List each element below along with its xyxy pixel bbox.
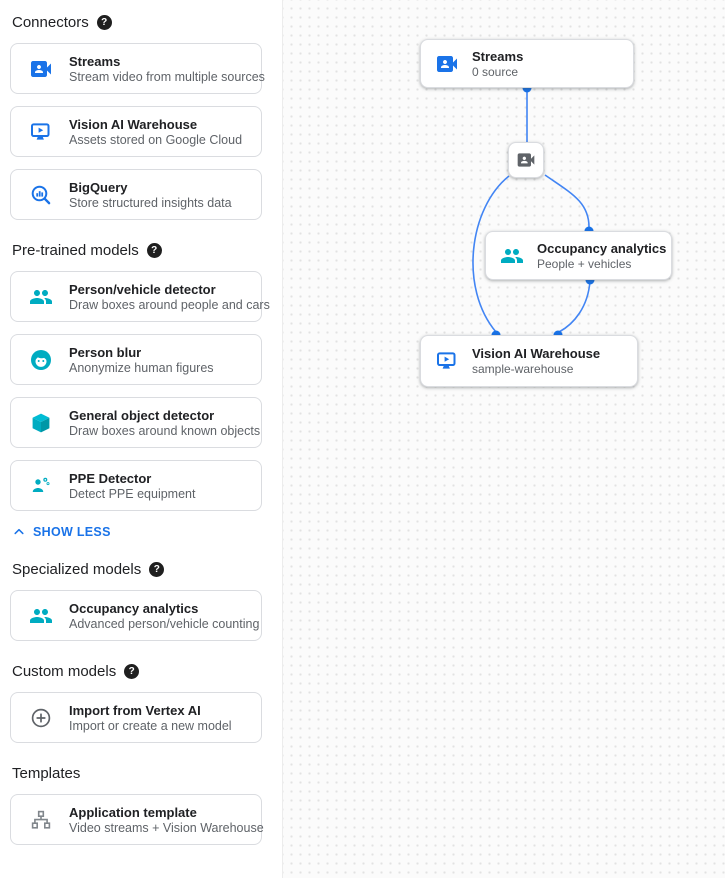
- card-streams[interactable]: Streams Stream video from multiple sourc…: [10, 43, 265, 94]
- section-header-connectors: Connectors ?: [12, 14, 272, 31]
- section-title: Pre-trained models: [12, 242, 139, 259]
- edge-camera-to-occupancy: [544, 174, 590, 228]
- edge-occupancy-to-warehouse: [558, 280, 591, 333]
- card-desc: Advanced person/vehicle counting: [69, 616, 260, 631]
- card-occupancy-analytics[interactable]: Occupancy analytics Advanced person/vehi…: [10, 590, 262, 641]
- component-sidebar: Connectors ? Streams Stream video from m…: [0, 0, 283, 878]
- section-header-custom-models: Custom models ?: [12, 663, 272, 680]
- node-subtitle: People + vehicles: [537, 256, 632, 271]
- graph-canvas[interactable]: Streams 0 source Occupancy analytics Peo…: [283, 0, 725, 878]
- node-title: Occupancy analytics: [537, 240, 667, 256]
- card-application-template[interactable]: Application template Video streams + Vis…: [10, 794, 264, 845]
- card-title: Vision AI Warehouse: [69, 116, 198, 132]
- card-desc: Import or create a new model: [69, 718, 232, 733]
- card-title: Application template: [69, 804, 197, 820]
- card-desc: Store structured insights data: [69, 195, 232, 210]
- section-title: Templates: [12, 765, 81, 782]
- card-title: Streams: [69, 53, 121, 69]
- node-subtitle: sample-warehouse: [472, 362, 574, 376]
- people-group-icon: [30, 289, 52, 304]
- help-icon[interactable]: ?: [96, 15, 112, 30]
- plus-circle-icon: [31, 708, 51, 727]
- section-header-templates: Templates: [12, 765, 272, 782]
- card-desc: Draw boxes around known objects: [69, 423, 261, 438]
- card-general-object-detector[interactable]: General object detector Draw boxes aroun…: [10, 397, 262, 448]
- card-desc: Anonymize human figures: [69, 360, 214, 375]
- card-desc: Detect PPE equipment: [69, 486, 196, 501]
- help-icon[interactable]: ?: [149, 562, 165, 577]
- card-import-from-vertex-ai[interactable]: Import from Vertex AI Import or create a…: [10, 692, 262, 743]
- card-bigquery[interactable]: BigQuery Store structured insights data: [10, 169, 262, 220]
- people-group-icon: [30, 608, 52, 623]
- card-desc: Video streams + Vision Warehouse: [69, 820, 264, 835]
- card-vision-ai-warehouse[interactable]: Vision AI Warehouse Assets stored on Goo…: [10, 106, 262, 157]
- card-person-vehicle-detector[interactable]: Person/vehicle detector Draw boxes aroun…: [10, 271, 270, 322]
- section-title: Connectors: [12, 14, 89, 31]
- help-icon[interactable]: ?: [124, 664, 140, 679]
- help-icon[interactable]: ?: [146, 243, 162, 258]
- video-camera-icon: [31, 60, 51, 77]
- smart-display-icon: [437, 352, 456, 369]
- card-title: Import from Vertex AI: [69, 702, 201, 718]
- card-desc: Stream video from multiple sources: [69, 69, 265, 84]
- show-less-button[interactable]: SHOW LESS: [12, 525, 272, 539]
- card-title: BigQuery: [69, 179, 128, 195]
- card-person-blur[interactable]: Person blur Anonymize human figures: [10, 334, 262, 385]
- smart-display-icon: [31, 122, 50, 140]
- face-icon: [31, 349, 51, 370]
- bigquery-icon: [31, 185, 51, 204]
- node-title: Vision AI Warehouse: [472, 346, 601, 361]
- card-title: Person blur: [69, 344, 142, 360]
- cube-icon: [32, 413, 50, 432]
- person-gear-icon: [32, 477, 50, 492]
- video-camera-icon: [517, 153, 535, 167]
- section-header-specialized-models: Specialized models ?: [12, 561, 272, 578]
- node-stream-source[interactable]: [508, 142, 544, 178]
- card-title: PPE Detector: [69, 470, 152, 486]
- section-title: Custom models: [12, 663, 117, 680]
- node-subtitle: 0 source: [472, 64, 519, 79]
- node-occupancy-analytics[interactable]: Occupancy analytics People + vehicles: [485, 231, 672, 280]
- node-streams[interactable]: Streams 0 source: [420, 39, 634, 88]
- section-header-pretrained-models: Pre-trained models ?: [12, 242, 272, 259]
- section-title: Specialized models: [12, 561, 142, 578]
- card-title: Occupancy analytics: [69, 600, 199, 616]
- people-group-icon: [501, 248, 523, 263]
- chevron-up-icon: [14, 528, 24, 535]
- card-desc: Assets stored on Google Cloud: [69, 132, 243, 147]
- card-ppe-detector[interactable]: PPE Detector Detect PPE equipment: [10, 460, 262, 511]
- node-vision-ai-warehouse[interactable]: Vision AI Warehouse sample-warehouse: [420, 335, 638, 387]
- card-desc: Draw boxes around people and cars: [69, 297, 270, 312]
- edges-layer: [472, 83, 595, 340]
- video-camera-icon: [437, 55, 457, 72]
- node-title: Streams: [472, 48, 524, 64]
- card-title: Person/vehicle detector: [69, 281, 216, 297]
- show-less-label: SHOW LESS: [33, 525, 111, 539]
- card-title: General object detector: [69, 407, 215, 423]
- schema-icon: [31, 810, 51, 829]
